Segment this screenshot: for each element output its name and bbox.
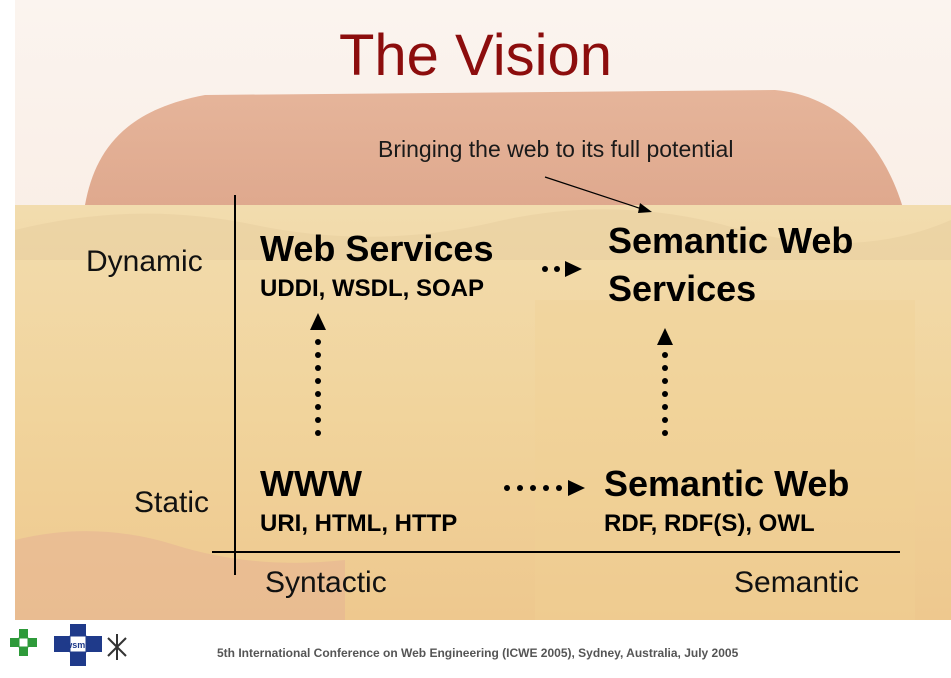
wsml-logo: [10, 629, 37, 656]
wsmo-logo-text: wsmo: [64, 640, 91, 650]
arrow-www-to-semantic-web: [504, 480, 585, 496]
arrow-www-to-web-services: [310, 313, 326, 436]
node-semantic-web-languages: RDF, RDF(S), OWL: [604, 510, 815, 537]
y-label-static: Static: [134, 486, 210, 519]
footer-conference-text: 5th International Conference on Web Engi…: [217, 646, 739, 660]
node-web-services-protocols: UDDI, WSDL, SOAP: [260, 275, 485, 302]
arrow-semantic-web-to-semantic-web-services: [657, 328, 673, 436]
background-landscape: [15, 0, 951, 620]
slide-title: The Vision: [339, 23, 612, 88]
y-label-dynamic: Dynamic: [86, 245, 203, 278]
subtitle-annotation: Bringing the web to its full potential: [378, 136, 734, 162]
node-www-title: WWW: [260, 463, 362, 504]
x-label-semantic: Semantic: [734, 566, 860, 599]
node-semantic-web-services-title: Semantic Web Services: [608, 220, 854, 309]
wsmx-logo: [107, 634, 127, 660]
arrow-web-services-to-semantic-web-services: [542, 261, 582, 277]
node-semantic-web-title: Semantic Web: [604, 463, 850, 504]
annotation-pointer-head: [638, 203, 652, 213]
node-www-protocols: URI, HTML, HTTP: [260, 510, 458, 537]
node-web-services-title: Web Services: [260, 228, 494, 269]
annotation-pointer-line: [544, 176, 646, 211]
footer-logos: wsmo: [10, 624, 127, 666]
x-label-syntactic: Syntactic: [265, 566, 387, 599]
wsmo-logo: wsmo: [54, 624, 102, 666]
